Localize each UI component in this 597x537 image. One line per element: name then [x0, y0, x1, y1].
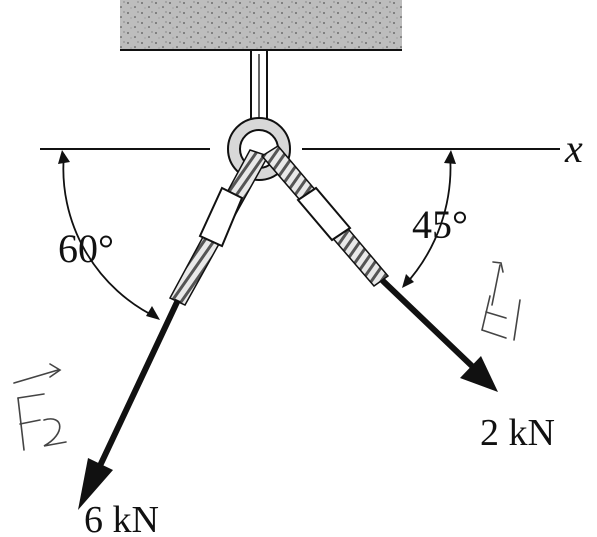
- force-arrow-6kn: [78, 298, 181, 510]
- handwritten-f1-annotation: [481, 261, 521, 341]
- cable-right: [260, 145, 390, 288]
- force-arrow-2kn: [379, 277, 498, 392]
- ceiling-support: [120, 0, 402, 51]
- force-label-2kn: 2 kN: [480, 412, 555, 454]
- angle-arc-45: [402, 150, 456, 288]
- handwritten-f2-annotation: [13, 363, 67, 451]
- hanger-rod: [250, 49, 268, 126]
- angle-label-60: 60°: [58, 226, 114, 271]
- angle-arc-60: [58, 150, 160, 320]
- angle-label-45: 45°: [412, 202, 468, 247]
- x-axis-label: x: [564, 126, 583, 171]
- force-label-6kn: 6 kN: [84, 499, 159, 537]
- cable-left: [168, 149, 270, 306]
